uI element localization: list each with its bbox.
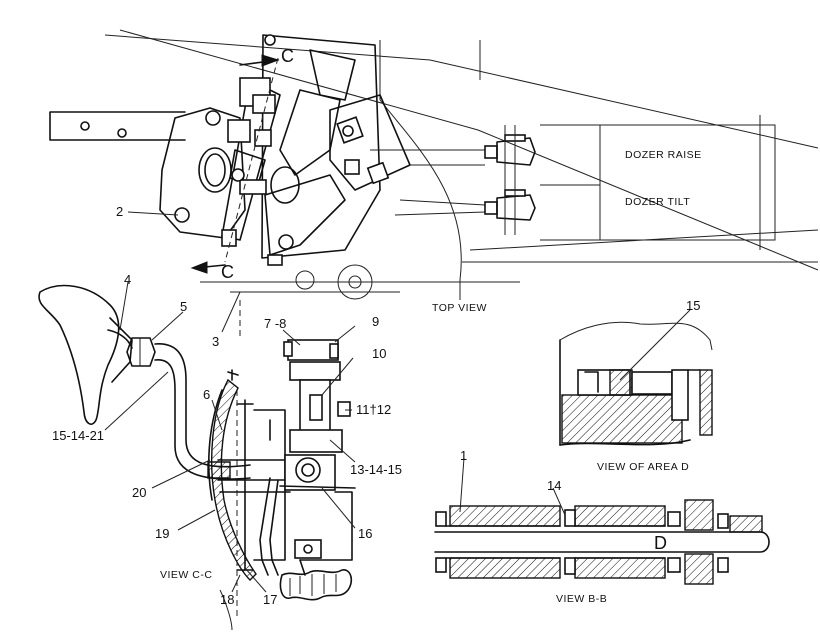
section-mark-c-top: C — [281, 46, 294, 66]
section-mark-c-bottom: C — [221, 262, 234, 282]
callout-15-area-d: 15 — [686, 298, 700, 313]
callout-3: 3 — [212, 334, 219, 349]
callout-16: 16 — [358, 526, 372, 541]
callout-numbers: 2 3 4 5 6 7 -8 9 10 11†12 13-14-15 16 17… — [52, 204, 700, 607]
label-view-of-area-d: VIEW OF AREA D — [597, 461, 689, 473]
callout-19: 19 — [155, 526, 169, 541]
area-d-mark: D — [654, 533, 667, 553]
callout-10: 10 — [372, 346, 386, 361]
callout-5: 5 — [180, 299, 187, 314]
callout-18: 18 — [220, 592, 234, 607]
callout-6: 6 — [203, 387, 210, 402]
view-area-d — [559, 321, 713, 446]
callout-17: 17 — [263, 592, 277, 607]
bolt-icon — [205, 110, 221, 126]
view-bb — [434, 499, 770, 585]
callout-2: 2 — [116, 204, 123, 219]
bolt-icon — [80, 121, 90, 131]
bolt-icon — [117, 128, 127, 138]
callout-11-12: 11†12 — [356, 402, 391, 417]
callout-7-8: 7 -8 — [264, 316, 286, 331]
view-cc-assembly — [38, 284, 356, 631]
arrow-icon — [190, 261, 208, 274]
bolt-icon — [264, 34, 276, 46]
arrow-icon — [261, 54, 280, 67]
callout-14-view-bb: 14 — [547, 478, 561, 493]
top-view-assembly — [49, 29, 819, 300]
callout-13-14-15: 13-14-15 — [350, 462, 402, 477]
rod-end-lower — [484, 189, 536, 221]
view-labels: DOZER RAISE DOZER TILT TOP VIEW VIEW OF … — [160, 149, 702, 605]
bolt-icon — [278, 234, 294, 250]
callout-9: 9 — [372, 314, 379, 329]
callout-20: 20 — [132, 485, 146, 500]
label-dozer-raise: DOZER RAISE — [625, 149, 702, 161]
callout-15-14-21: 15-14-21 — [52, 428, 104, 443]
leader-lines — [104, 211, 691, 593]
bolt-icon — [342, 125, 354, 137]
section-letters: C C D — [221, 46, 667, 553]
label-view-c-c: VIEW C-C — [160, 569, 212, 581]
callout-4: 4 — [124, 272, 131, 287]
label-view-b-b: VIEW B-B — [556, 593, 607, 605]
callout-1: 1 — [460, 448, 467, 463]
label-top-view: TOP VIEW — [432, 302, 487, 314]
label-dozer-tilt: DOZER TILT — [625, 196, 690, 208]
